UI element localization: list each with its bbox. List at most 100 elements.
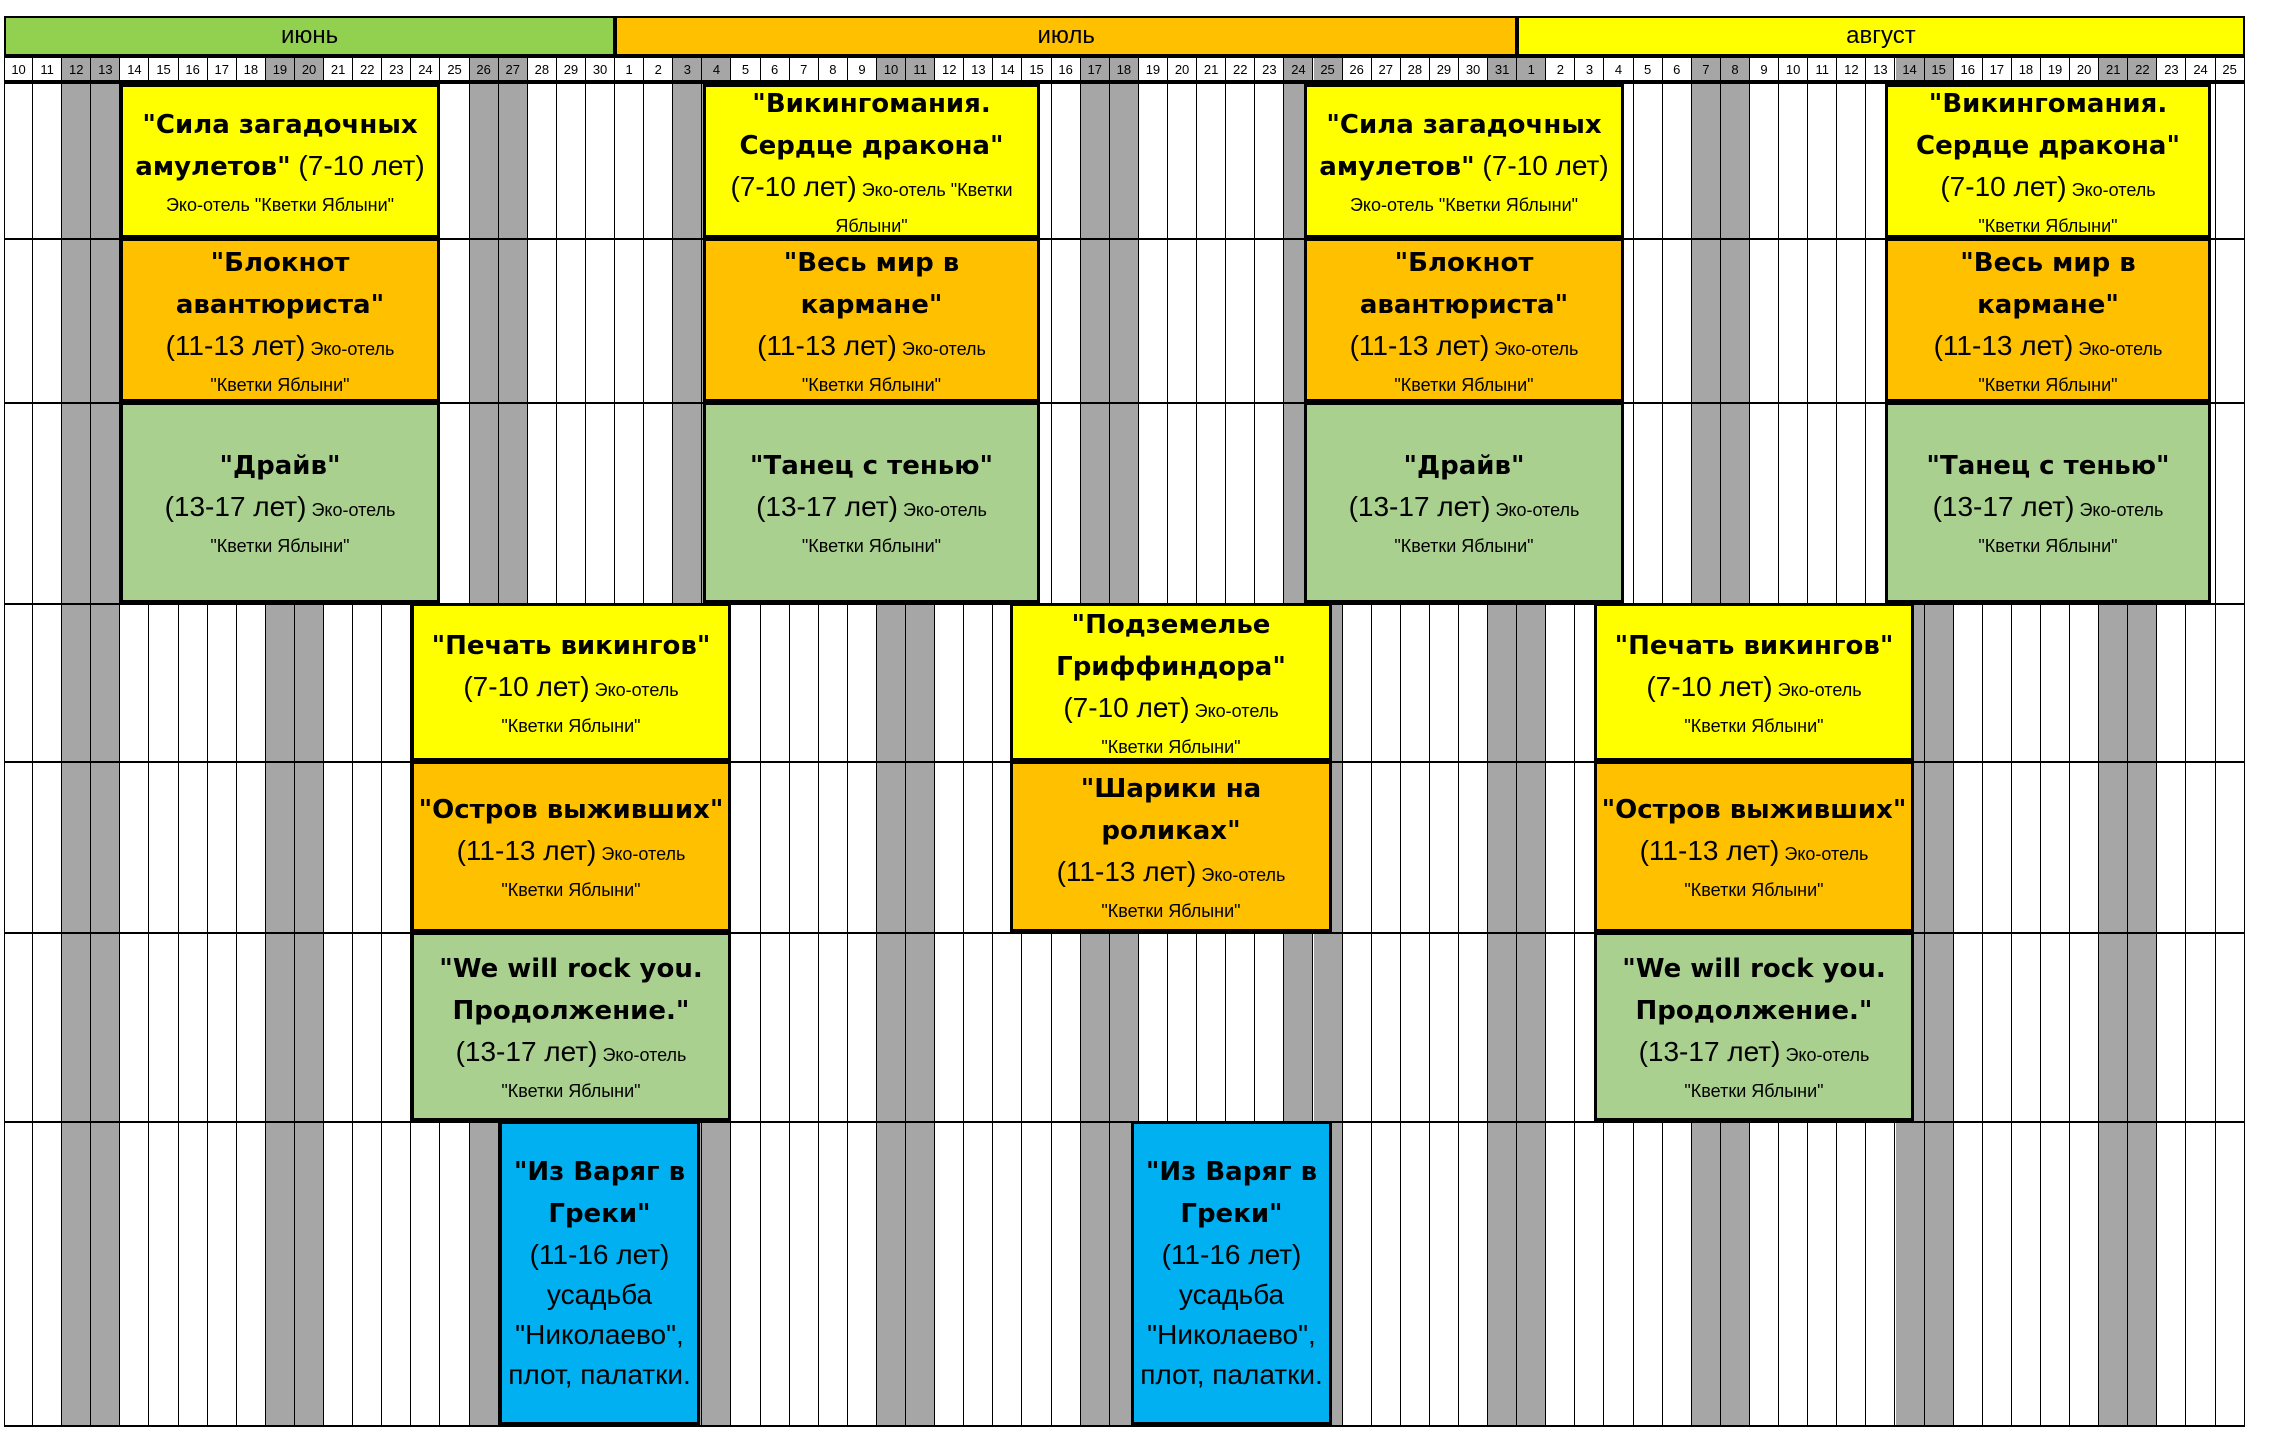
month-header-june: июнь <box>4 16 616 56</box>
camp-block-c20[interactable]: "Викингомания.Сердце дракона"(7-10 лет) … <box>1885 84 2211 238</box>
camp-block-c18[interactable]: "Остров выживших"(11-13 лет) Эко-отель"К… <box>1594 761 1914 932</box>
camp-venue-line: "Кветки Яблыни" <box>501 1081 641 1101</box>
day-header-august-10: 10 <box>1779 58 1809 80</box>
camp-details-line: "Николаево", <box>1147 1319 1316 1350</box>
camp-title-line: Греки" <box>1180 1199 1283 1229</box>
camp-block-c4[interactable]: "Печать викингов"(7-10 лет) Эко-отель"Кв… <box>411 603 731 761</box>
camp-mixed-line: (7-10 лет) Эко-отель <box>463 667 678 712</box>
camp-title-line: "Блокнот <box>210 247 350 278</box>
camp-mixed-line: (7-10 лет) Эко-отель <box>1646 667 1861 712</box>
camp-mixed-line: (11-13 лет) Эко-отель <box>757 326 986 371</box>
camp-venue: Эко-отель "Кветки <box>856 179 1013 200</box>
camp-title-line: Сердце дракона" <box>1916 130 2180 161</box>
day-column-july-8 <box>819 82 848 1425</box>
day-header-july-5: 5 <box>732 58 761 80</box>
day-header-july-18: 18 <box>1109 58 1139 80</box>
camp-venue: Эко-отель <box>897 500 987 520</box>
day-column-august-25 <box>2216 82 2245 1425</box>
day-header-july-8: 8 <box>819 58 848 80</box>
day-header-june-18: 18 <box>237 58 266 80</box>
day-header-july-21: 21 <box>1197 58 1227 80</box>
camp-block-c8[interactable]: "Викингомания.Сердце дракона"(7-10 лет) … <box>703 84 1040 238</box>
camp-title-part: амулетов" <box>135 151 291 182</box>
day-header-july-22: 22 <box>1226 58 1256 80</box>
camp-venue-line: "Кветки Яблыни" <box>1101 901 1241 921</box>
month-header-july: июль <box>615 16 1518 56</box>
day-header-july-2: 2 <box>644 58 674 80</box>
camp-block-c22[interactable]: "Танец с тенью"(13-17 лет) Эко-отель"Кве… <box>1885 402 2211 603</box>
grid-rule <box>4 1425 2245 1427</box>
day-column-june-16 <box>179 82 208 1425</box>
day-header-july-19: 19 <box>1139 58 1168 80</box>
camp-block-c10[interactable]: "Танец с тенью"(13-17 лет) Эко-отель"Кве… <box>703 402 1040 603</box>
day-column-august-2 <box>1546 82 1576 1425</box>
camp-title-line: Сердце дракона" <box>739 130 1004 161</box>
day-header-july-30: 30 <box>1459 58 1489 80</box>
day-header-august-20: 20 <box>2070 58 2100 80</box>
day-header-august-7: 7 <box>1691 58 1721 80</box>
grid-rule <box>4 932 2245 934</box>
camp-block-c6[interactable]: "We will rock you.Продолжение."(13-17 ле… <box>411 932 731 1121</box>
day-header-august-9: 9 <box>1750 58 1780 80</box>
day-header-august-3: 3 <box>1575 58 1605 80</box>
camp-venue-line: "Кветки Яблыни" <box>1978 215 2118 236</box>
day-header-july-6: 6 <box>761 58 790 80</box>
camp-age-range: (13-17 лет) <box>455 1036 598 1067</box>
day-header-june-25: 25 <box>441 58 470 80</box>
camp-venue-line: Эко-отель "Кветки Яблыни" <box>165 194 395 215</box>
day-header-august-19: 19 <box>2041 58 2071 80</box>
camp-venue: Эко-отель <box>1189 700 1279 721</box>
camp-title-line: Продолжение." <box>452 996 690 1026</box>
day-header-july-16: 16 <box>1052 58 1081 80</box>
camp-block-c17[interactable]: "Печать викингов"(7-10 лет) Эко-отель"Кв… <box>1594 603 1914 761</box>
camp-title-line: "We will rock you. <box>1622 954 1886 984</box>
camp-mixed-line: (11-13 лет) Эко-отель <box>1934 326 2163 371</box>
camp-mixed-line: (11-13 лет) Эко-отель <box>1057 852 1286 897</box>
day-column-august-24 <box>2187 82 2216 1425</box>
day-header-august-5: 5 <box>1634 58 1663 80</box>
camp-title-line: "Остров выживших" <box>1601 795 1907 825</box>
camp-title-line: "Сила загадочных <box>1326 109 1602 140</box>
day-header-august-4: 4 <box>1605 58 1634 80</box>
camp-title-line: кармане" <box>1977 289 2119 320</box>
day-header-july-4: 4 <box>702 58 732 80</box>
day-column-july-12 <box>935 82 965 1425</box>
camp-title-line: Гриффиндора" <box>1056 651 1286 682</box>
camp-venue-line: Яблыни" <box>835 215 908 236</box>
day-header-july-25: 25 <box>1313 58 1343 80</box>
camp-venue: Эко-отель <box>896 338 986 359</box>
camp-title-line: "Из Варяг в <box>1145 1157 1318 1187</box>
camp-venue: Эко-отель <box>305 338 395 359</box>
camp-age-range: (7-10 лет) <box>1063 691 1190 723</box>
camp-venue: Эко-отель <box>2073 338 2163 359</box>
day-header-august-2: 2 <box>1546 58 1576 80</box>
camp-venue: Эко-отель <box>589 679 679 700</box>
camp-age-range: (7-10 лет) <box>1940 170 2067 202</box>
camp-block-c9[interactable]: "Весь мир в кармане"(11-13 лет) Эко-отел… <box>703 238 1040 402</box>
day-header-july-17: 17 <box>1080 58 1110 80</box>
camp-block-c5[interactable]: "Остров выживших"(11-13 лет) Эко-отель"К… <box>411 761 731 932</box>
day-column-july-9 <box>848 82 877 1425</box>
day-header-june-26: 26 <box>469 58 499 80</box>
camp-block-c16[interactable]: "Драйв"(13-17 лет) Эко-отель"Кветки Яблы… <box>1304 402 1624 603</box>
camp-venue-line: "Кветки Яблыни" <box>1684 1081 1824 1101</box>
day-header-june-29: 29 <box>557 58 586 80</box>
camp-venue: Эко-отель <box>1196 865 1286 885</box>
grid-rule <box>4 1121 2245 1123</box>
day-column-june-23 <box>382 82 412 1425</box>
camp-block-c3[interactable]: "Драйв"(13-17 лет) Эко-отель"Кветки Яблы… <box>120 402 440 603</box>
camp-block-c19[interactable]: "We will rock you.Продолжение."(13-17 ле… <box>1594 932 1914 1121</box>
day-header-july-10: 10 <box>877 58 907 80</box>
day-header-june-28: 28 <box>528 58 557 80</box>
grid-rule <box>4 56 2245 58</box>
camp-venue: Эко-отель <box>596 844 686 864</box>
